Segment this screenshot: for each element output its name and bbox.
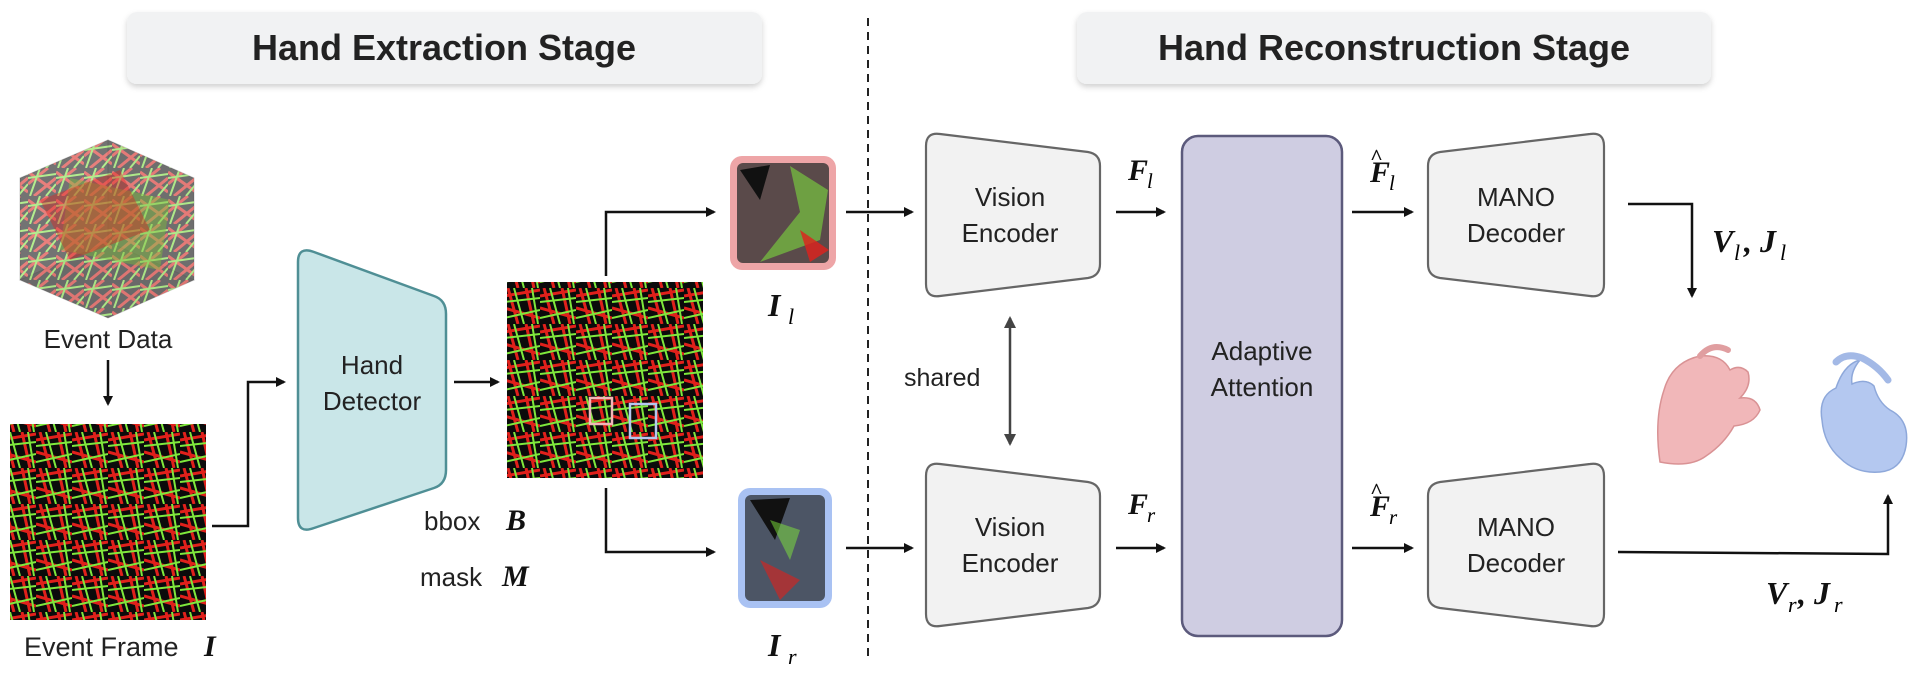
left-hand-mesh: [1657, 344, 1761, 465]
output-right-label: V r , J r: [1766, 575, 1843, 617]
right-crop-sub: r: [788, 644, 797, 669]
decoder-left-line1: MANO: [1477, 182, 1555, 212]
out-right-j: J: [1813, 575, 1831, 611]
encoder-right-line1: Vision: [975, 512, 1045, 542]
hand-detector-block: [296, 249, 448, 531]
extraction-stage-title: Hand Extraction Stage: [252, 27, 636, 68]
out-left-v: V: [1712, 223, 1736, 259]
refined-feature-right-symbol: F: [1369, 490, 1390, 523]
refined-feature-left-hat: ^: [1370, 144, 1383, 169]
feature-right-sub: r: [1147, 503, 1156, 527]
event-frame-label: Event Frame: [24, 632, 179, 662]
refined-feature-left-sub: l: [1389, 171, 1395, 195]
out-right-v: V: [1766, 575, 1790, 611]
bbox-label: bbox: [424, 506, 480, 536]
decoder-left-line2: Decoder: [1467, 218, 1566, 248]
vision-encoder-right: [924, 462, 1102, 628]
decoder-right-line2: Decoder: [1467, 548, 1566, 578]
mask-symbol: M: [501, 560, 530, 593]
mano-decoder-left: [1426, 132, 1606, 298]
event-frame-image: [10, 424, 206, 620]
extraction-stage-banner: Hand Extraction Stage: [127, 12, 762, 84]
out-right-v-sub: r: [1788, 592, 1797, 617]
arrow-decoder-right-to-output: [1617, 494, 1893, 556]
event-frame-symbol: I: [203, 630, 217, 663]
feature-left-sub: l: [1147, 169, 1153, 193]
out-left-j-sub: l: [1780, 240, 1786, 265]
encoder-left-line2: Encoder: [962, 218, 1059, 248]
refined-feature-left-symbol: F: [1369, 156, 1390, 189]
output-left-label: V l , J l: [1712, 223, 1786, 265]
decoder-right-line1: MANO: [1477, 512, 1555, 542]
adaptive-attention-block: [1180, 134, 1344, 638]
detection-result-image: [507, 282, 703, 478]
left-hand-bbox: [588, 396, 614, 426]
hand-detector-line1: Hand: [341, 350, 403, 380]
left-crop-symbol: I: [767, 287, 782, 323]
out-right-j-sub: r: [1834, 592, 1843, 617]
event-data-cube: [18, 139, 196, 319]
encoder-right-line2: Encoder: [962, 548, 1059, 578]
feature-right-symbol: F: [1127, 488, 1148, 521]
shared-label: shared: [904, 364, 980, 392]
attention-line2: Attention: [1211, 372, 1314, 402]
mask-label: mask: [420, 562, 483, 592]
arrow-result-to-right-crop: [604, 488, 716, 557]
vision-encoder-left: [924, 132, 1102, 298]
out-left-comma: ,: [1743, 223, 1752, 259]
out-left-v-sub: l: [1734, 240, 1740, 265]
refined-feature-right-sub: r: [1389, 505, 1398, 529]
reconstruction-stage-banner: Hand Reconstruction Stage: [1077, 12, 1711, 84]
left-crop-sub: l: [788, 304, 794, 329]
out-left-j: J: [1759, 223, 1777, 259]
event-data-label: Event Data: [44, 324, 173, 354]
right-hand-mesh: [1820, 352, 1908, 473]
mano-decoder-right: [1426, 462, 1606, 628]
right-crop-symbol: I: [767, 627, 782, 663]
out-right-comma: ,: [1797, 575, 1806, 611]
feature-left-symbol: F: [1127, 154, 1148, 187]
arrow-frame-to-detector: [212, 377, 286, 528]
refined-feature-right-hat: ^: [1370, 478, 1383, 503]
right-hand-bbox: [628, 402, 658, 440]
encoder-left-line1: Vision: [975, 182, 1045, 212]
hand-detector-line2: Detector: [323, 386, 422, 416]
attention-line1: Adaptive: [1211, 336, 1312, 366]
reconstruction-stage-title: Hand Reconstruction Stage: [1158, 27, 1630, 68]
arrow-decoder-left-to-output: [1628, 202, 1697, 298]
bbox-symbol: B: [505, 504, 526, 537]
arrow-result-to-left-crop: [604, 207, 716, 276]
